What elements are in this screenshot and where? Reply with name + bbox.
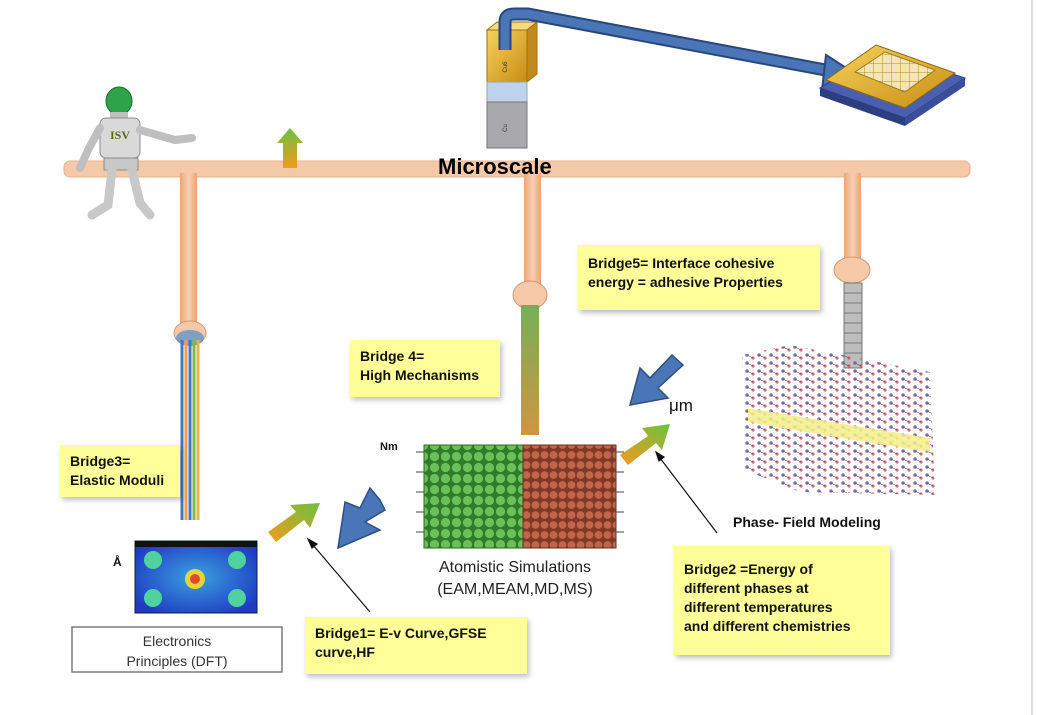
bridge4-line: Bridge 4=: [360, 348, 425, 364]
bridge1-note: Bridge1= E-v Curve,GFSE curve,HF: [305, 617, 527, 674]
nanometer-label: Nm: [380, 441, 398, 453]
dft-density-image: [134, 540, 258, 614]
right-border: [1031, 0, 1033, 715]
svg-text:Cu6: Cu6: [503, 61, 509, 73]
micrometer-label: μm: [669, 396, 693, 415]
material-stack-icon: Cu6 Cu: [485, 20, 539, 149]
bridge5-line: Bridge5= Interface cohesive: [588, 255, 775, 271]
svg-text:Cu: Cu: [503, 124, 509, 132]
bridge1-pointer: [306, 537, 371, 613]
robot-chest-label: ISV: [110, 128, 131, 142]
phase-field-blue-arrow-icon: [628, 353, 685, 406]
bridge3-line: Bridge3=: [70, 453, 131, 469]
bridge1-line: curve,HF: [315, 644, 375, 660]
bridge3-note: Bridge3= Elastic Moduli: [60, 445, 180, 497]
electronics-line1: Electronics: [142, 633, 212, 649]
electronics-label: Electronics Principles (DFT): [72, 631, 282, 671]
angstrom-label: Å: [113, 555, 122, 569]
bridge5-note: Bridge5= Interface cohesive energy = adh…: [578, 245, 820, 310]
electronics-box: [71, 626, 283, 673]
phase-field-pipe: [844, 173, 861, 263]
atomistic-crystal-image: [416, 444, 624, 549]
robot-figure: [76, 86, 196, 220]
atomistic-to-micron-arrow-icon: [620, 424, 670, 465]
dft-hand-icon: [173, 320, 207, 520]
atomistic-hand-icon: [512, 280, 548, 435]
dft-pipe: [180, 173, 197, 333]
bridge2-pointer: [654, 450, 718, 534]
to-package-arrow-icon: [498, 7, 871, 92]
bridge2-line: and different chemistries: [684, 618, 851, 634]
bridge5-line: energy = adhesive Properties: [588, 274, 783, 290]
bridge1-blue-arrow-icon: [337, 486, 386, 550]
phase-field-atoms-image: [742, 345, 935, 495]
bridge4-line: High Mechanisms: [360, 367, 480, 383]
chip-package-icon: [818, 44, 967, 126]
atomistic-label: Atomistic Simulations (EAM,MEAM,MD,MS): [400, 557, 630, 601]
bridge3-line: Elastic Moduli: [70, 472, 165, 488]
dft-to-atomistic-arrow-icon: [268, 503, 320, 542]
atomistic-line1: Atomistic Simulations: [438, 559, 592, 576]
microscale-label: Microscale: [438, 154, 552, 179]
bridge2-line: different phases at: [684, 580, 809, 596]
electronics-line2: Principles (DFT): [126, 653, 228, 669]
bridge2-line: different temperatures: [684, 599, 833, 615]
bridge2-note: Bridge2 =Energy of different phases at d…: [674, 546, 890, 655]
phase-field-label: Phase- Field Modeling: [733, 514, 881, 530]
bridge2-line: Bridge2 =Energy of: [684, 561, 813, 577]
beam-up-arrow-icon: [277, 128, 303, 168]
bridge1-line: Bridge1= E-v Curve,GFSE: [315, 625, 487, 641]
phase-field-hand-icon: [833, 256, 871, 369]
atomistic-pipe: [524, 173, 541, 285]
bridge4-note: Bridge 4= High Mechanisms: [350, 340, 500, 397]
atomistic-line2: (EAM,MEAM,MD,MS): [437, 581, 593, 598]
